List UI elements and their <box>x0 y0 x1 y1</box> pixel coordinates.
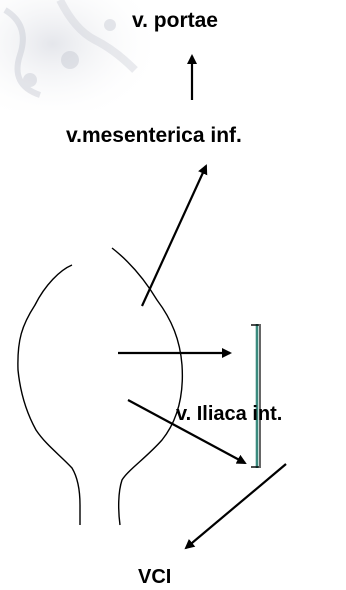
label-v-iliaca-int: v. Iliaca int. <box>176 404 282 424</box>
label-v-portae: v. portae <box>132 10 218 31</box>
organ-outline-left <box>18 265 80 525</box>
arrow-to-mesenterica <box>142 166 206 306</box>
label-v-mesenterica-inf: v.mesenterica inf. <box>66 125 242 146</box>
arrow-to-vci <box>186 464 286 548</box>
organ-outline-right <box>112 248 182 525</box>
iliaca-bracket <box>251 324 260 468</box>
label-vci: VCI <box>138 567 171 587</box>
